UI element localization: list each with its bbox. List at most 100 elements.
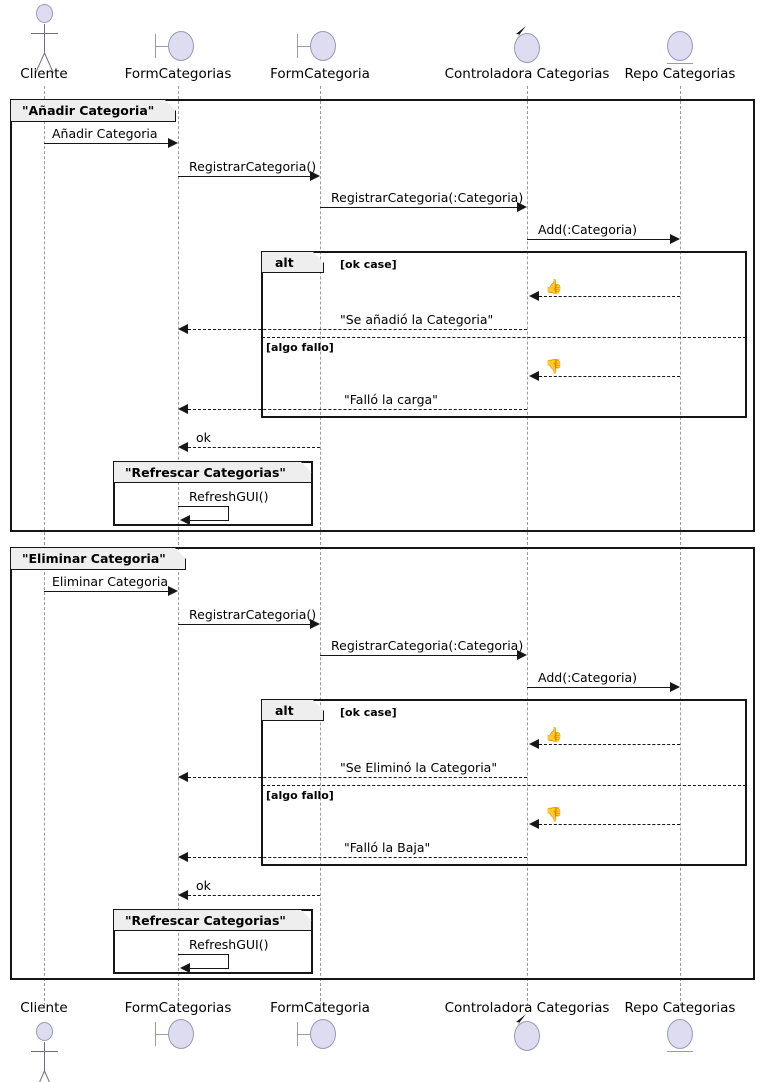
group-label-text: "Añadir Categoria" xyxy=(22,103,155,118)
participant-label-repo-bottom: Repo Categorias xyxy=(624,1000,736,1016)
message-label: ok xyxy=(196,430,211,445)
participant-label-repo: Repo Categorias xyxy=(624,66,736,82)
message-line xyxy=(188,895,320,896)
arrow-head-left-icon xyxy=(178,772,188,782)
message-label: "Falló la Baja" xyxy=(344,840,431,855)
arrow-head-left-icon xyxy=(178,324,188,334)
lifeline-repo xyxy=(680,86,681,1006)
participant-label-formcategoria-bottom: FormCategoria xyxy=(270,1000,370,1016)
arrow-head-right-icon xyxy=(310,619,320,629)
arrow-head-left-icon xyxy=(180,515,190,525)
arrow-head-left-icon xyxy=(529,371,539,381)
participant-label-controladora-bottom: Controladora Categorias xyxy=(444,1000,610,1016)
message-label: RegistrarCategoria(:Categoria) xyxy=(331,190,524,205)
nested-group-frame-label: "Refrescar Categorias" xyxy=(114,462,312,483)
message-line xyxy=(188,777,527,778)
message-line xyxy=(320,207,518,208)
lifeline-controladora xyxy=(527,86,528,1006)
message-line xyxy=(178,176,311,177)
lifeline-formcategoria xyxy=(320,86,321,1006)
message-label: Eliminar Categoria xyxy=(52,574,169,589)
message-line xyxy=(539,824,680,825)
arrow-head-right-icon xyxy=(670,682,680,692)
arrow-head-left-icon xyxy=(178,890,188,900)
message-line xyxy=(44,591,169,592)
thumbs-up-icon: 👍 xyxy=(545,727,563,743)
message-line xyxy=(539,296,680,297)
message-label: RegistrarCategoria(:Categoria) xyxy=(331,638,524,653)
group-frame-label-anadir: "Añadir Categoria" xyxy=(11,100,176,122)
alt-branch-divider xyxy=(262,785,746,786)
message-line xyxy=(527,687,671,688)
arrow-head-right-icon xyxy=(517,202,527,212)
participant-label-formcategorias: FormCategorias xyxy=(124,66,232,82)
group-label-text: "Eliminar Categoria" xyxy=(22,551,166,566)
participant-label-cliente-bottom: Cliente xyxy=(20,1000,68,1016)
message-label: Add(:Categoria) xyxy=(538,670,637,685)
message-label: RefreshGUI() xyxy=(189,489,269,504)
arrow-head-left-icon xyxy=(529,819,539,829)
thumbs-up-icon: 👍 xyxy=(545,279,563,295)
message-line xyxy=(539,376,680,377)
self-message-line xyxy=(190,520,229,521)
message-label: ok xyxy=(196,878,211,893)
alt-frame xyxy=(261,699,747,866)
thumbs-down-icon: 👎 xyxy=(545,359,563,375)
self-message-line xyxy=(190,968,229,969)
message-line xyxy=(188,409,527,410)
arrow-head-right-icon xyxy=(517,650,527,660)
arrow-head-right-icon xyxy=(670,234,680,244)
participant-label-formcategoria: FormCategoria xyxy=(270,66,370,82)
message-line xyxy=(188,857,527,858)
message-label: RegistrarCategoria() xyxy=(189,607,317,622)
alt-guard-ok: [ok case] xyxy=(340,706,397,719)
thumbs-down-icon: 👎 xyxy=(545,807,563,823)
arrow-head-right-icon xyxy=(168,138,178,148)
arrow-head-right-icon xyxy=(310,171,320,181)
arrow-head-left-icon xyxy=(180,963,190,973)
nested-group-frame-label: "Refrescar Categorias" xyxy=(114,910,312,931)
arrow-head-left-icon xyxy=(178,404,188,414)
alt-guard-ok: [ok case] xyxy=(340,258,397,271)
message-label: "Falló la carga" xyxy=(344,392,438,407)
alt-frame-label: alt xyxy=(262,700,324,721)
message-line xyxy=(44,143,169,144)
arrow-head-left-icon xyxy=(178,852,188,862)
alt-frame-label: alt xyxy=(262,252,324,273)
message-line xyxy=(188,447,320,448)
alt-guard-fail: [algo fallo] xyxy=(266,341,334,354)
message-line xyxy=(527,239,671,240)
message-label: RefreshGUI() xyxy=(189,937,269,952)
nested-group-label-text: "Refrescar Categorias" xyxy=(125,912,286,928)
group-frame-eliminar-categoria xyxy=(10,547,755,980)
self-message-line xyxy=(228,506,229,520)
arrow-head-left-icon xyxy=(178,442,188,452)
arrow-head-left-icon xyxy=(529,291,539,301)
alt-label-text: alt xyxy=(275,702,294,718)
arrow-head-right-icon xyxy=(168,586,178,596)
message-label: "Se Eliminó la Categoria" xyxy=(340,760,498,775)
participant-label-cliente: Cliente xyxy=(20,66,68,82)
alt-branch-divider xyxy=(262,337,746,338)
message-line xyxy=(188,329,527,330)
group-frame-label-eliminar: "Eliminar Categoria" xyxy=(11,548,186,570)
participant-label-controladora: Controladora Categorias xyxy=(444,66,610,82)
lifeline-formcategorias xyxy=(178,86,179,1006)
alt-frame xyxy=(261,251,747,418)
alt-guard-fail: [algo fallo] xyxy=(266,789,334,802)
control-arrow-icon xyxy=(516,26,526,37)
message-line xyxy=(539,744,680,745)
message-line xyxy=(178,624,311,625)
participant-label-formcategorias-bottom: FormCategorias xyxy=(124,1000,232,1016)
message-label: "Se añadió la Categoria" xyxy=(340,312,494,327)
self-message-line xyxy=(228,954,229,968)
lifeline-cliente xyxy=(44,86,45,1006)
message-line xyxy=(320,655,518,656)
arrow-head-left-icon xyxy=(529,739,539,749)
group-frame-anadir-categoria xyxy=(10,99,755,532)
alt-label-text: alt xyxy=(275,254,294,270)
message-label: Añadir Categoria xyxy=(52,126,158,141)
message-label: RegistrarCategoria() xyxy=(189,159,317,174)
self-message-line xyxy=(178,954,228,955)
